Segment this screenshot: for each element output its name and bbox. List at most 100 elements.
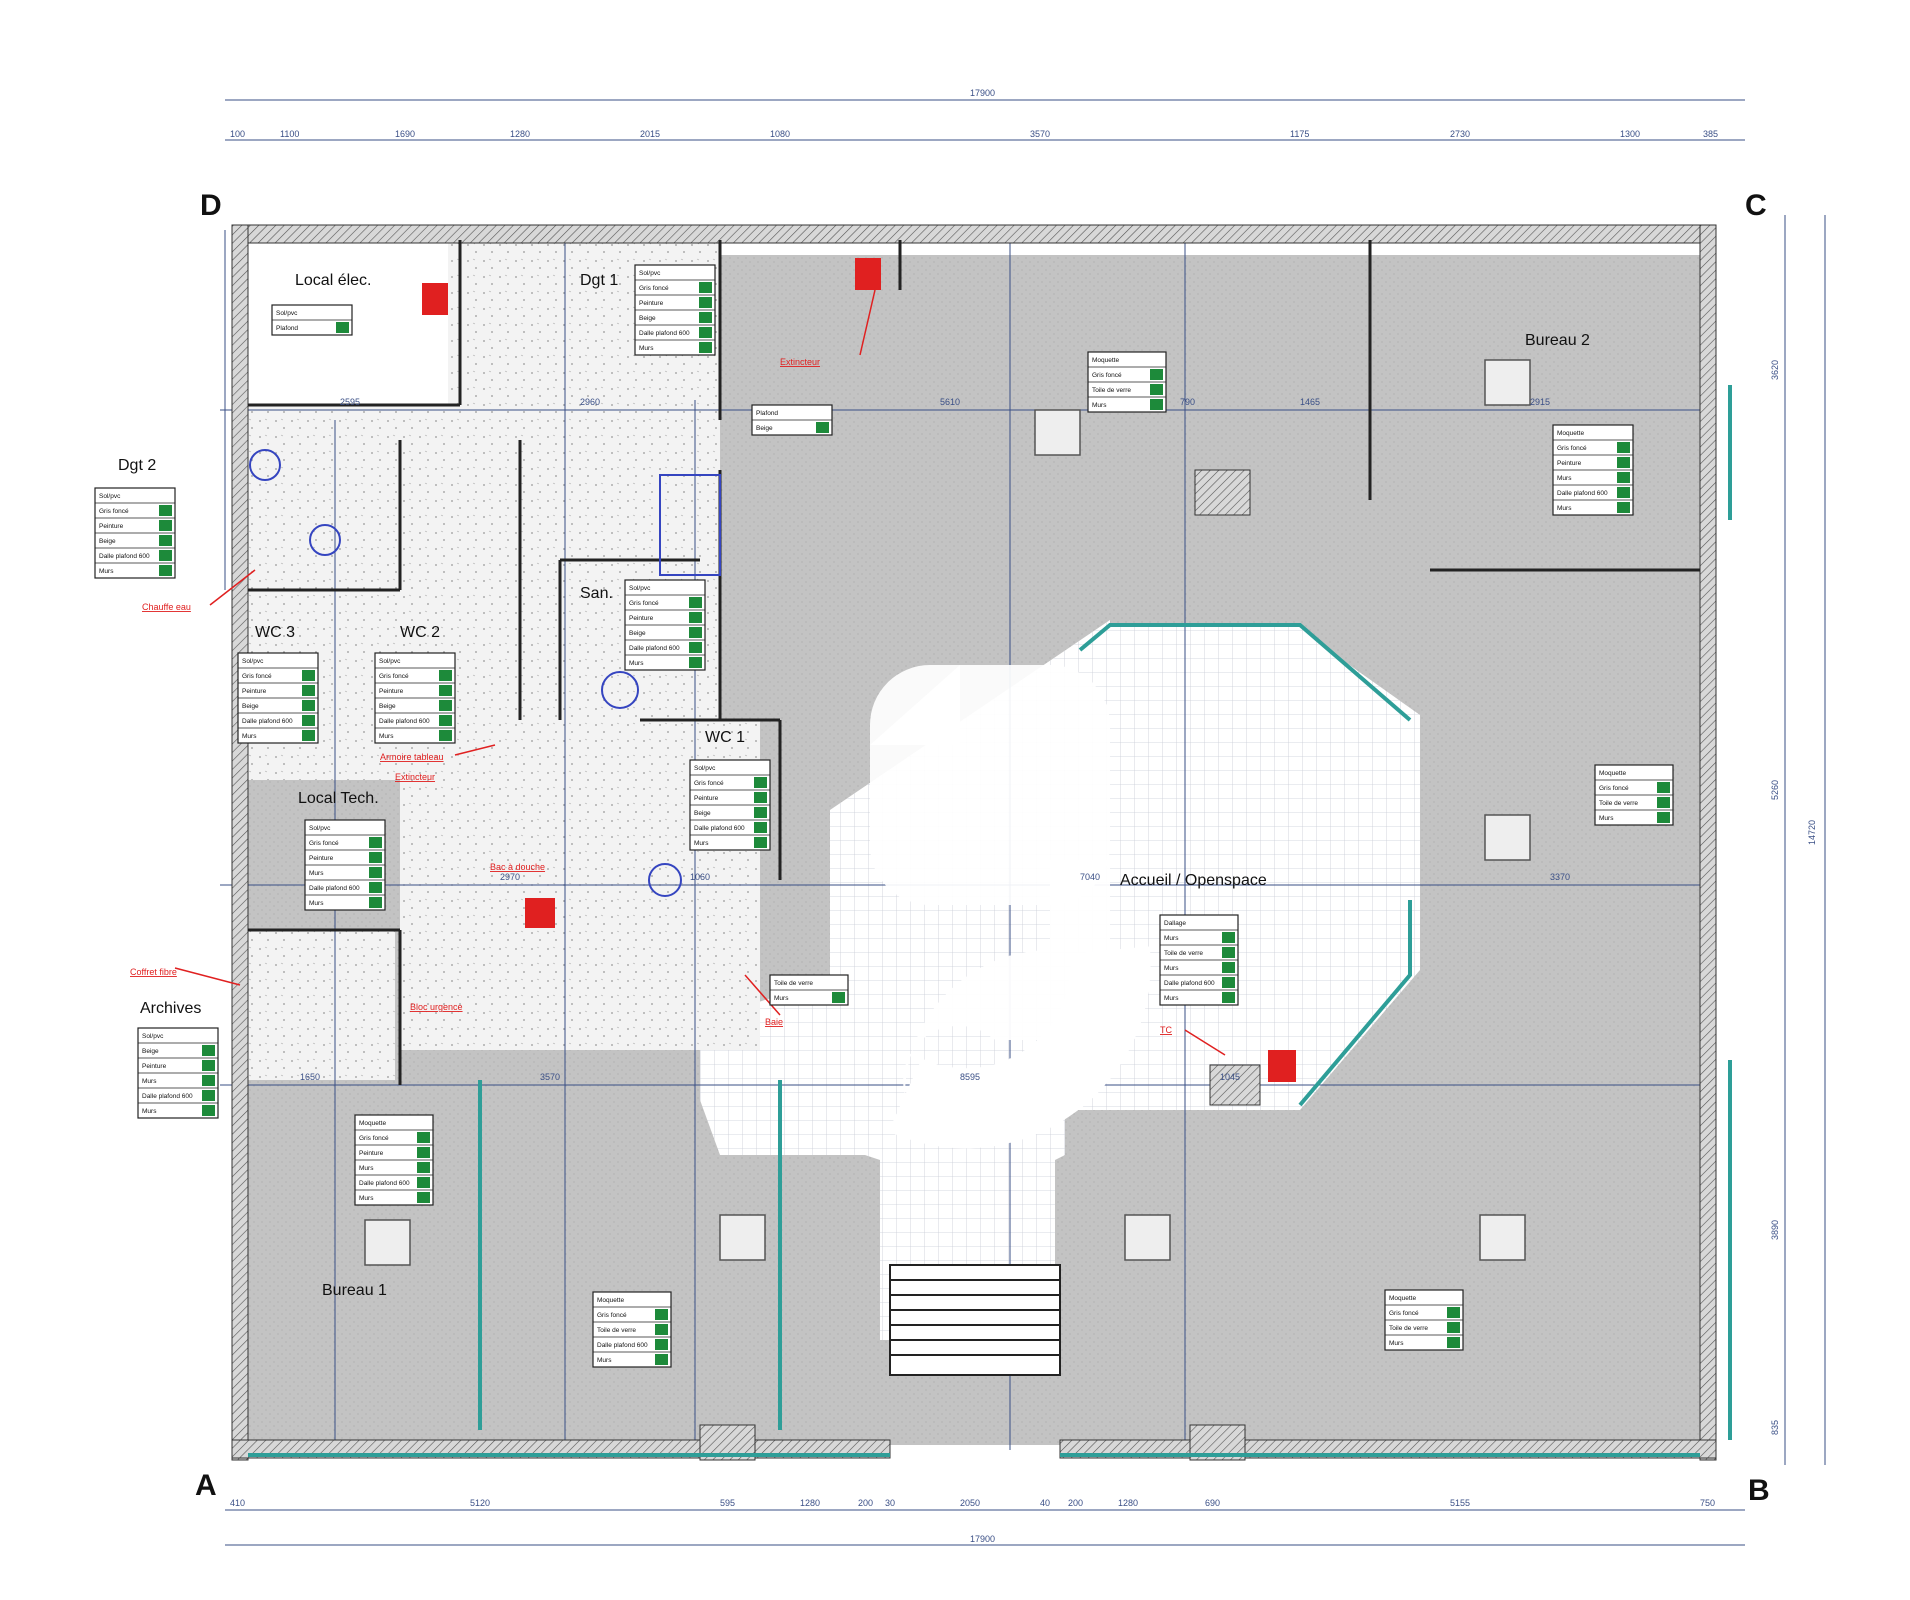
finish-badge-icon — [655, 1309, 668, 1320]
finish-badge-icon — [1617, 502, 1630, 513]
room-label-wc2: WC 2 — [400, 624, 440, 641]
finish-badge-icon — [832, 992, 845, 1003]
archives-floor — [245, 930, 395, 1080]
finish-badge-icon — [417, 1177, 430, 1188]
dim-top: 1100 — [280, 129, 299, 139]
finish-table-cell: Murs — [1389, 1340, 1404, 1347]
finish-table-cell: Toile de verre — [1164, 950, 1203, 957]
finish-table-cell: Toile de verre — [597, 1327, 636, 1334]
finish-table-cell: Sol/pvc — [242, 658, 264, 665]
finish-badge-icon — [689, 612, 702, 623]
finish-badge-icon — [1447, 1337, 1460, 1348]
finish-table-cell: Gris foncé — [1092, 372, 1122, 379]
dimension-texts: 17900 100 1100 1690 1280 2015 1080 3570 … — [230, 88, 1817, 1544]
finish-badge-icon — [754, 822, 767, 833]
dim-right: 3620 — [1770, 360, 1780, 380]
dim-inner: 2960 — [580, 397, 600, 407]
room-label-accueil: Accueil / Openspace — [1120, 872, 1267, 889]
room-label-local-tech: Local Tech. — [298, 790, 379, 807]
finish-badge-icon — [699, 342, 712, 353]
finish-table-cell: Beige — [629, 630, 646, 637]
finish-table-cell: Beige — [756, 425, 773, 432]
finish-badge-icon — [302, 670, 315, 681]
finish-badge-icon — [159, 550, 172, 561]
finish-table-cell: Murs — [379, 733, 394, 740]
annotation-extincteur-2: Extincteur — [780, 357, 820, 367]
finish-table-cell: Murs — [1164, 935, 1179, 942]
finish-table-cell: Murs — [142, 1108, 157, 1115]
finish-table-cell: Beige — [142, 1048, 159, 1055]
finish-table-cell: Murs — [629, 660, 644, 667]
finish-badge-icon — [1617, 442, 1630, 453]
finish-table-cell: Murs — [1092, 402, 1107, 409]
finish-table-cell: Peinture — [242, 688, 267, 695]
finish-badge-icon — [699, 282, 712, 293]
finish-badge-icon — [1222, 947, 1235, 958]
finish-table-cell: Murs — [99, 568, 114, 575]
finish-table-cell: Gris foncé — [639, 285, 669, 292]
dim-inner: 2970 — [500, 872, 520, 882]
annotation-tc: TC — [1160, 1025, 1172, 1035]
finish-badge-icon — [1222, 977, 1235, 988]
finish-table-cell: Gris foncé — [1599, 785, 1629, 792]
sanitary-icon — [648, 863, 682, 897]
finish-table-cell: Sol/pvc — [142, 1033, 164, 1040]
finish-badge-icon — [1447, 1322, 1460, 1333]
finish-table-cell: Beige — [99, 538, 116, 545]
room-label-san: San. — [580, 585, 613, 602]
finish-badge-icon — [816, 422, 829, 433]
finish-table-cell: Peinture — [694, 795, 719, 802]
finish-badge-icon — [655, 1324, 668, 1335]
finish-badge-icon — [1222, 932, 1235, 943]
dim-inner: 3370 — [1550, 872, 1570, 882]
finish-badge-icon — [1222, 962, 1235, 973]
finish-badge-icon — [655, 1354, 668, 1365]
annotation-chauffe-eau: Chauffe eau — [142, 602, 191, 612]
wall-top — [231, 224, 1703, 244]
dim-bottom: 750 — [1700, 1498, 1715, 1508]
dim-bottom: 200 — [1068, 1498, 1083, 1508]
finish-table-cell: Dalle plafond 600 — [379, 718, 430, 725]
finish-badge-icon — [159, 520, 172, 531]
finish-badge-icon — [336, 322, 349, 333]
finish-table-cell: Peinture — [1557, 460, 1582, 467]
annotation-bloc: Bloc urgence — [410, 1002, 463, 1012]
finish-badge-icon — [689, 657, 702, 668]
finish-table-cell: Moquette — [359, 1120, 386, 1127]
dim-bottom: 1280 — [1118, 1498, 1138, 1508]
finish-table-cell: Gris foncé — [99, 508, 129, 515]
dim-inner: 8595 — [960, 1072, 980, 1082]
finish-badge-icon — [202, 1075, 215, 1086]
finish-table-cell: Sol/pvc — [276, 310, 298, 317]
room-label-dgt1: Dgt 1 — [580, 272, 618, 289]
finish-badge-icon — [369, 852, 382, 863]
dim-right-total: 14720 — [1807, 820, 1817, 845]
finish-badge-icon — [159, 505, 172, 516]
desks — [364, 359, 1531, 1266]
finish-table-cell: Murs — [639, 345, 654, 352]
annotation-baie: Baie — [765, 1017, 783, 1027]
finish-table-cell: Gris foncé — [694, 780, 724, 787]
finish-badge-icon — [417, 1162, 430, 1173]
finish-table-cell: Dalle plafond 600 — [694, 825, 745, 832]
dim-top: 2730 — [1450, 129, 1470, 139]
finish-table-cell: Dalle plafond 600 — [99, 553, 150, 560]
room-label-local-elec: Local élec. — [295, 272, 372, 289]
finish-badge-icon — [369, 897, 382, 908]
finish-table-cell: Moquette — [1599, 770, 1626, 777]
finish-table-cell: Peinture — [99, 523, 124, 530]
finish-table-cell: Toile de verre — [774, 980, 813, 987]
dim-top-total: 17900 — [970, 88, 995, 98]
finish-table-cell: Peinture — [309, 855, 334, 862]
room-label-dgt2: Dgt 2 — [118, 457, 156, 474]
dim-inner: 790 — [1180, 397, 1195, 407]
